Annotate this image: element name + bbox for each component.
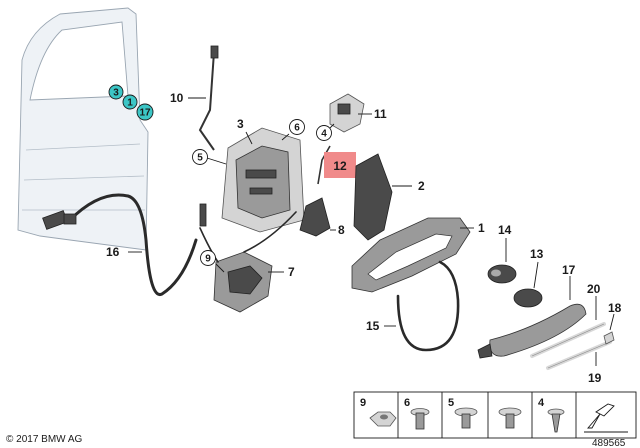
diagram-id: 489565	[592, 438, 626, 448]
fastener-bolt	[498, 407, 522, 429]
callout-10: 10	[170, 91, 184, 105]
callout-20: 20	[587, 282, 601, 296]
callout-15: 15	[366, 319, 380, 333]
fastener-nut-9	[369, 411, 397, 427]
door-illustration	[17, 7, 149, 251]
part-17-outer-handle	[477, 303, 587, 359]
callout-5: 5	[197, 153, 203, 164]
table-header-9: 9	[360, 397, 366, 409]
leader-6	[281, 133, 290, 141]
callout-4: 4	[321, 129, 327, 140]
callout-14: 14	[498, 223, 512, 237]
part-20-trim-strip	[530, 322, 606, 358]
part-13-cap	[513, 288, 543, 308]
part-18-clip	[603, 331, 615, 345]
fastener-table: 9 6 5 4	[353, 391, 637, 439]
leader-3	[245, 131, 253, 145]
leader-18	[609, 313, 615, 331]
leader-4	[329, 123, 335, 129]
fastener-screw-6	[410, 408, 430, 430]
callout-9-circle: 9	[200, 250, 216, 266]
door-marker-3-label: 3	[113, 88, 119, 99]
door-marker-3: 3	[108, 84, 124, 100]
callout-2: 2	[418, 179, 425, 193]
table-header-5: 5	[448, 397, 454, 409]
door-marker-1-label: 1	[127, 98, 133, 109]
part-3-door-lock	[199, 127, 305, 233]
arrow-pointer-icon	[584, 403, 628, 433]
callout-5-circle: 5	[192, 149, 208, 165]
part-19-trim-strip	[546, 340, 612, 370]
callout-1: 1	[478, 221, 485, 235]
callout-4-circle: 4	[316, 125, 332, 141]
part-2-carrier	[353, 153, 393, 241]
table-header-6: 6	[404, 397, 410, 409]
part-14-cap	[487, 264, 517, 284]
callout-8: 8	[338, 223, 345, 237]
door-marker-17-label: 17	[139, 108, 151, 119]
callout-9: 9	[205, 254, 211, 265]
copyright-text: © 2017 BMW AG	[6, 434, 83, 445]
callout-11: 11	[374, 107, 387, 121]
leader-9	[215, 263, 225, 273]
door-marker-17: 17	[136, 103, 154, 121]
fastener-screw-4	[547, 408, 565, 433]
part-15-cable	[396, 260, 460, 352]
fastener-screw-5	[454, 407, 478, 429]
callout-19: 19	[588, 371, 602, 385]
part-12-rod	[317, 145, 331, 185]
highlight-box-12	[324, 152, 356, 178]
part-7-actuator	[199, 211, 297, 313]
part-10-rod	[198, 45, 219, 151]
door-marker-1: 1	[122, 94, 138, 110]
leader-13	[533, 261, 539, 289]
part-16-cable	[63, 193, 198, 296]
leader-5	[206, 157, 227, 165]
callout-17: 17	[562, 263, 576, 277]
part-11-striker	[329, 93, 365, 133]
callout-18: 18	[608, 301, 622, 315]
callout-16: 16	[106, 245, 120, 259]
callout-6: 6	[294, 123, 300, 134]
callout-6-circle: 6	[289, 119, 305, 135]
callout-12: 12	[333, 159, 347, 173]
callout-13: 13	[530, 247, 544, 261]
callout-7: 7	[288, 265, 295, 279]
part-8-bracket	[299, 197, 331, 237]
part-1-handle-carrier	[351, 217, 471, 293]
callout-3: 3	[237, 117, 244, 131]
table-header-4: 4	[538, 397, 545, 409]
